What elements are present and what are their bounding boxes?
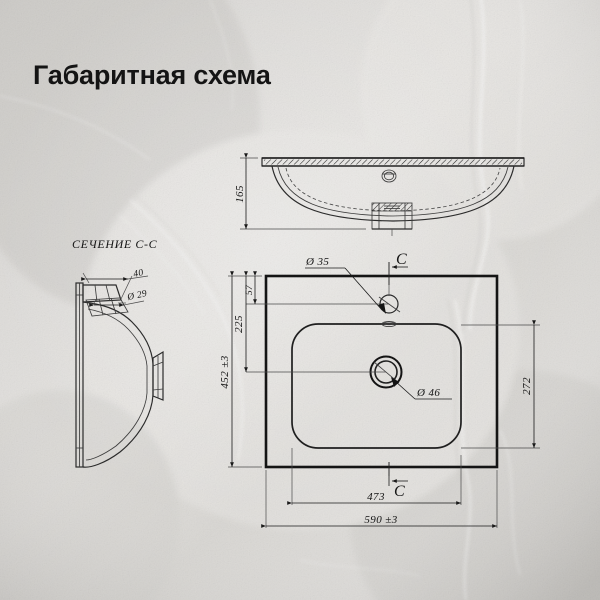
section-bowl-outer <box>82 301 154 468</box>
dimension-57-label: 57 <box>245 284 255 295</box>
dimension-473: 473 <box>287 491 461 505</box>
dimension-272-label: 272 <box>521 377 533 395</box>
dimension-590-label: 590 ±3 <box>364 514 397 526</box>
section-drain-boss <box>152 350 164 401</box>
dimension-165: 165 <box>234 153 366 230</box>
dimension-225: 225 <box>233 271 248 372</box>
dimension-165-label: 165 <box>234 185 246 203</box>
front-elevation-view: 165 <box>234 153 525 236</box>
plan-outer-rect <box>264 274 499 469</box>
rim-hatch <box>264 159 522 165</box>
section-detail-view: СЕЧЕНИЕ С-С <box>72 237 164 468</box>
plan-view: C C Ø 35 Ø 46 <box>219 251 540 528</box>
dimension-452: 452 ±3 <box>219 271 234 467</box>
section-marker-bottom: C <box>388 462 408 500</box>
dimension-40: 40 <box>81 268 149 300</box>
section-label: СЕЧЕНИЕ С-С <box>72 237 158 251</box>
callout-drain-hole-label: Ø 46 <box>416 387 440 399</box>
callout-tap-hole: Ø 35 <box>305 256 386 314</box>
bowl-inner-profile <box>277 166 509 217</box>
bowl-outer-profile <box>271 165 515 222</box>
section-marker-top-label: C <box>396 251 407 268</box>
plan-bowl-rect <box>291 323 462 449</box>
section-marker-bottom-label: C <box>394 483 405 500</box>
dimension-d29: Ø 29 <box>89 289 149 307</box>
dimension-40-label: 40 <box>133 268 145 280</box>
bowl-hidden-profile <box>285 167 501 212</box>
dimension-473-label: 473 <box>367 491 385 503</box>
callout-tap-hole-label: Ø 35 <box>305 256 329 268</box>
page-title: Габаритная схема <box>33 60 271 90</box>
drain-outlet-elevation <box>371 202 413 236</box>
overflow-mark-elevation <box>381 169 397 183</box>
dimension-590: 590 ±3 <box>261 514 497 528</box>
plan-overflow-slot <box>381 320 397 328</box>
section-bowl-inner <box>85 308 148 461</box>
dimension-d29-label: Ø 29 <box>126 289 149 303</box>
dimension-57: 57 <box>245 271 257 304</box>
dimension-225-label: 225 <box>233 315 245 333</box>
callout-drain-hole: Ø 46 <box>391 377 452 400</box>
section-marker-top: C <box>388 251 408 285</box>
dimension-272: 272 <box>521 320 536 448</box>
dimension-452-label: 452 ±3 <box>219 355 231 388</box>
